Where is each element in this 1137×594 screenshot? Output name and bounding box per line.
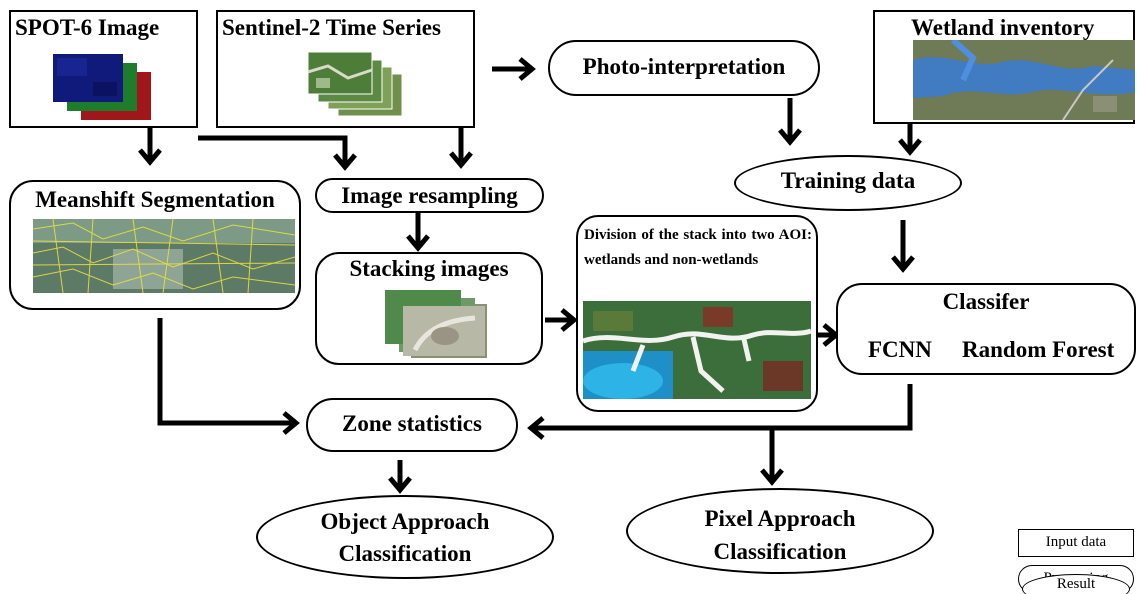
classifier-random-forest: Random Forest xyxy=(962,337,1115,362)
training-label: Training data xyxy=(780,168,916,193)
legend-result-box: Result xyxy=(1022,574,1130,594)
wetland-label: Wetland inventory xyxy=(911,15,1095,40)
image-resampling-node: Image resampling xyxy=(315,178,544,213)
legend-result-label: Result xyxy=(1056,576,1096,592)
object-approach-node: Object Approach Classification xyxy=(256,495,554,579)
meanshift-node: Meanshift Segmentation xyxy=(9,180,301,310)
stacked-images-thumbnail xyxy=(385,290,487,358)
sentinel2-label: Sentinel-2 Time Series xyxy=(222,15,441,40)
arrow-classifier-to-zone xyxy=(533,384,913,431)
legend-input-box: Input data xyxy=(1018,529,1134,557)
classifier-node: Classifer FCNN Random Forest xyxy=(836,283,1136,375)
stacking-label: Stacking images xyxy=(349,256,509,281)
zone-label: Zone statistics xyxy=(342,411,482,436)
legend-input-label: Input data xyxy=(1045,534,1107,550)
arrow-meanshift-to-zone xyxy=(157,318,294,426)
division-node: Division of the stack into two AOI: wetl… xyxy=(576,215,818,412)
pixel-label-line2: Classification xyxy=(713,539,847,564)
photo-interpretation-node: Photo-interpretation xyxy=(548,40,820,96)
stacking-images-node: Stacking images xyxy=(315,252,543,365)
sentinel2-node: Sentinel-2 Time Series xyxy=(216,10,475,128)
wetland-inventory-node: Wetland inventory xyxy=(873,10,1135,124)
classifier-fcnn: FCNN xyxy=(868,337,932,362)
pixel-label-line1: Pixel Approach xyxy=(704,506,856,531)
division-label: Division of the stack into two AOI: wetl… xyxy=(584,227,812,268)
classified-aoi-map-thumbnail xyxy=(583,301,811,399)
legend-result: Result xyxy=(1018,574,1137,594)
stacked-rgb-bands-icon xyxy=(53,54,151,120)
meanshift-label: Meanshift Segmentation xyxy=(35,187,275,212)
zone-statistics-node: Zone statistics xyxy=(306,398,518,452)
spot6-node: SPOT-6 Image xyxy=(9,10,198,128)
pixel-approach-node: Pixel Approach Classification xyxy=(626,488,934,574)
wetland-map-thumbnail xyxy=(913,40,1135,120)
photo-label: Photo-interpretation xyxy=(582,54,786,79)
segmented-image-thumbnail xyxy=(33,219,295,293)
object-label-line1: Object Approach xyxy=(320,509,490,534)
spot6-label: SPOT-6 Image xyxy=(15,15,160,40)
training-data-node: Training data xyxy=(734,155,962,211)
stacked-satellite-tiles-icon xyxy=(308,52,403,117)
classifier-title: Classifer xyxy=(942,289,1030,314)
arrow-spot6-to-resampling xyxy=(198,135,348,165)
object-label-line2: Classification xyxy=(338,541,472,566)
resampling-label: Image resampling xyxy=(341,183,518,208)
